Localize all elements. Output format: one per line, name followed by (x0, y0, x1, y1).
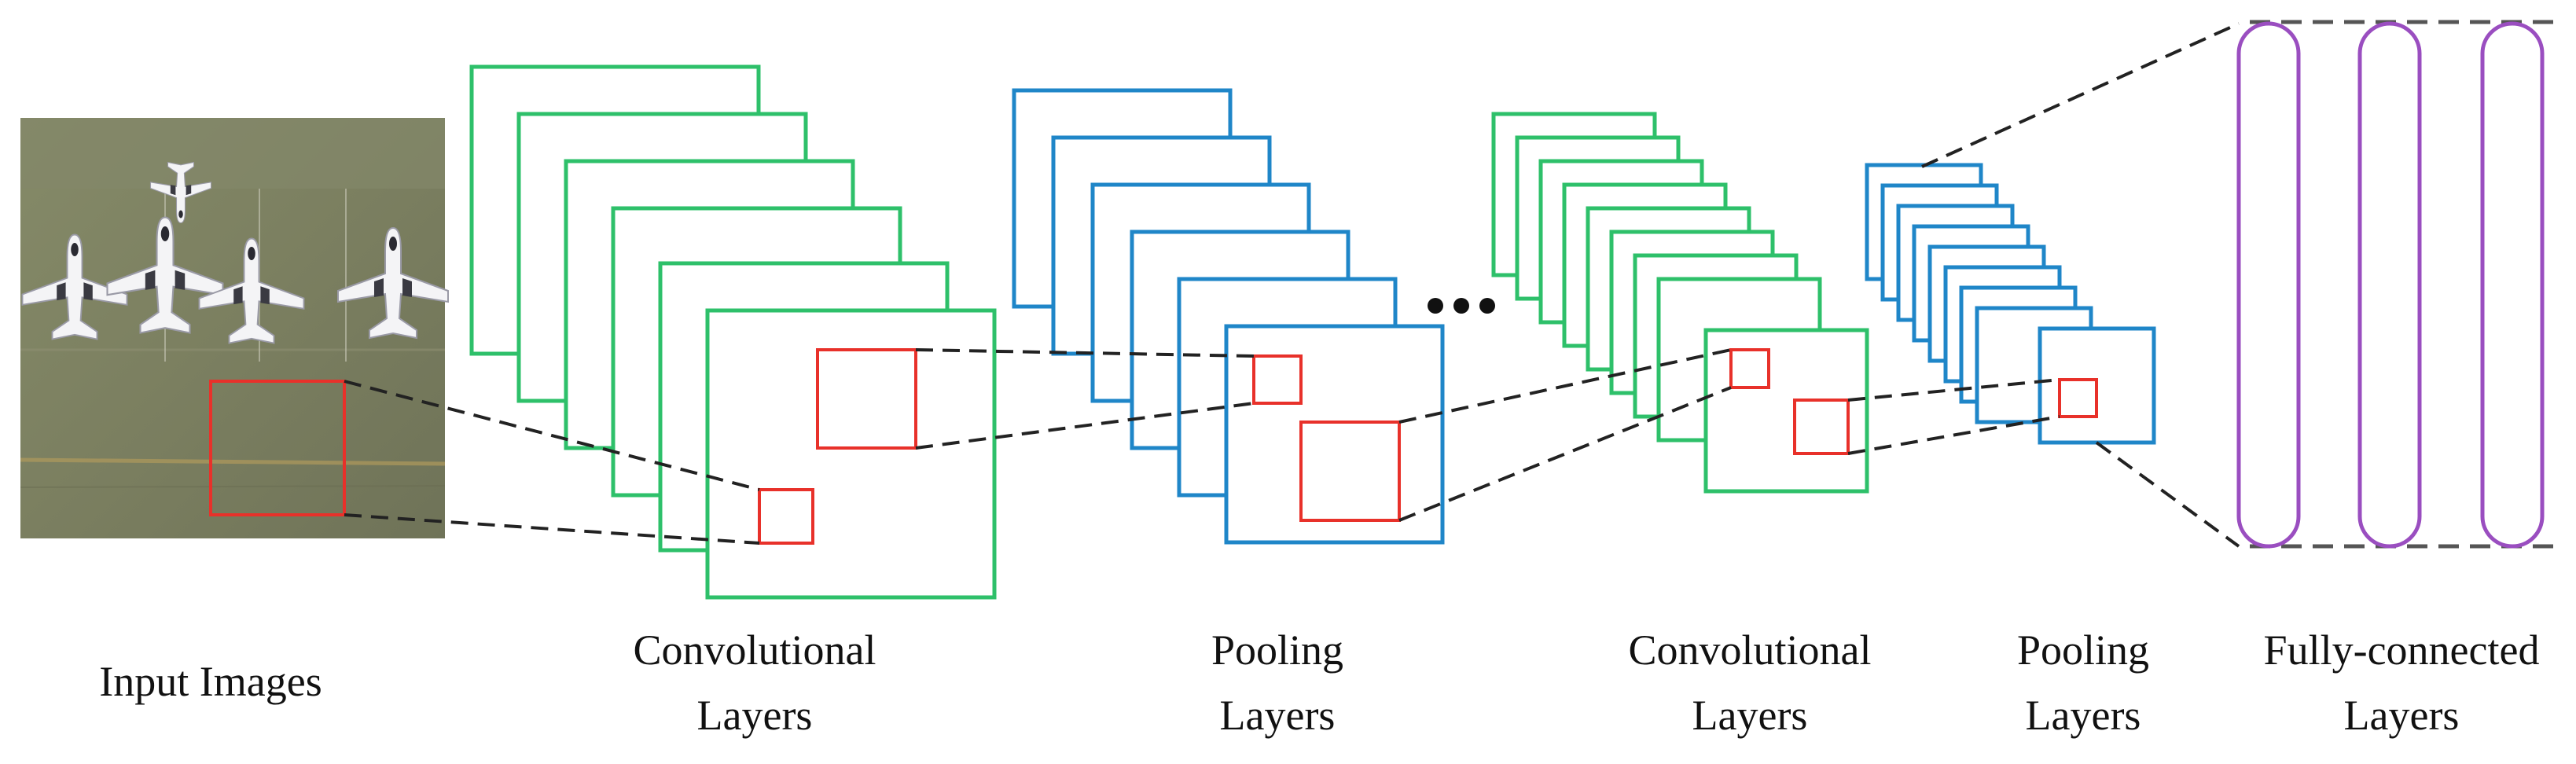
pooling-layers-2 (1865, 163, 2156, 445)
dashed-connectors (344, 22, 2240, 548)
conv2-receptive-fields (1729, 348, 1850, 455)
label-conv2-line2: Layers (1692, 692, 1808, 739)
label-conv1-line1: Convolutional (634, 626, 876, 674)
pool2-receptive-field (2058, 378, 2098, 418)
label-conv2-line1: Convolutional (1629, 626, 1872, 674)
label-pool1-line2: Layers (1220, 692, 1336, 739)
conv1-receptive-fields (758, 348, 917, 545)
conv-layers-1 (469, 64, 997, 600)
label-fc-line2: Layers (2344, 692, 2460, 739)
label-pool2-line2: Layers (2026, 692, 2141, 739)
input-receptive-field (209, 380, 346, 516)
fc-node-1 (2236, 21, 2301, 549)
ellipsis-dots (1428, 298, 1495, 314)
fc-node-3 (2480, 21, 2545, 549)
pooling-layers-1 (1012, 88, 1445, 545)
fully-connected-layers (2236, 21, 2545, 549)
label-fc-line1: Fully-connected (2264, 626, 2540, 674)
fc-node-2 (2357, 21, 2422, 549)
label-pool2-line1: Pooling (2017, 626, 2149, 674)
label-input-images: Input Images (99, 658, 322, 705)
conv-layers-2 (1491, 112, 1869, 494)
label-pool1-line1: Pooling (1211, 626, 1343, 674)
label-conv1-line2: Layers (697, 692, 813, 739)
pool1-receptive-fields (1252, 354, 1401, 522)
input-image (20, 118, 449, 538)
layer-labels: Input Images Convolutional Layers Poolin… (99, 626, 2539, 739)
